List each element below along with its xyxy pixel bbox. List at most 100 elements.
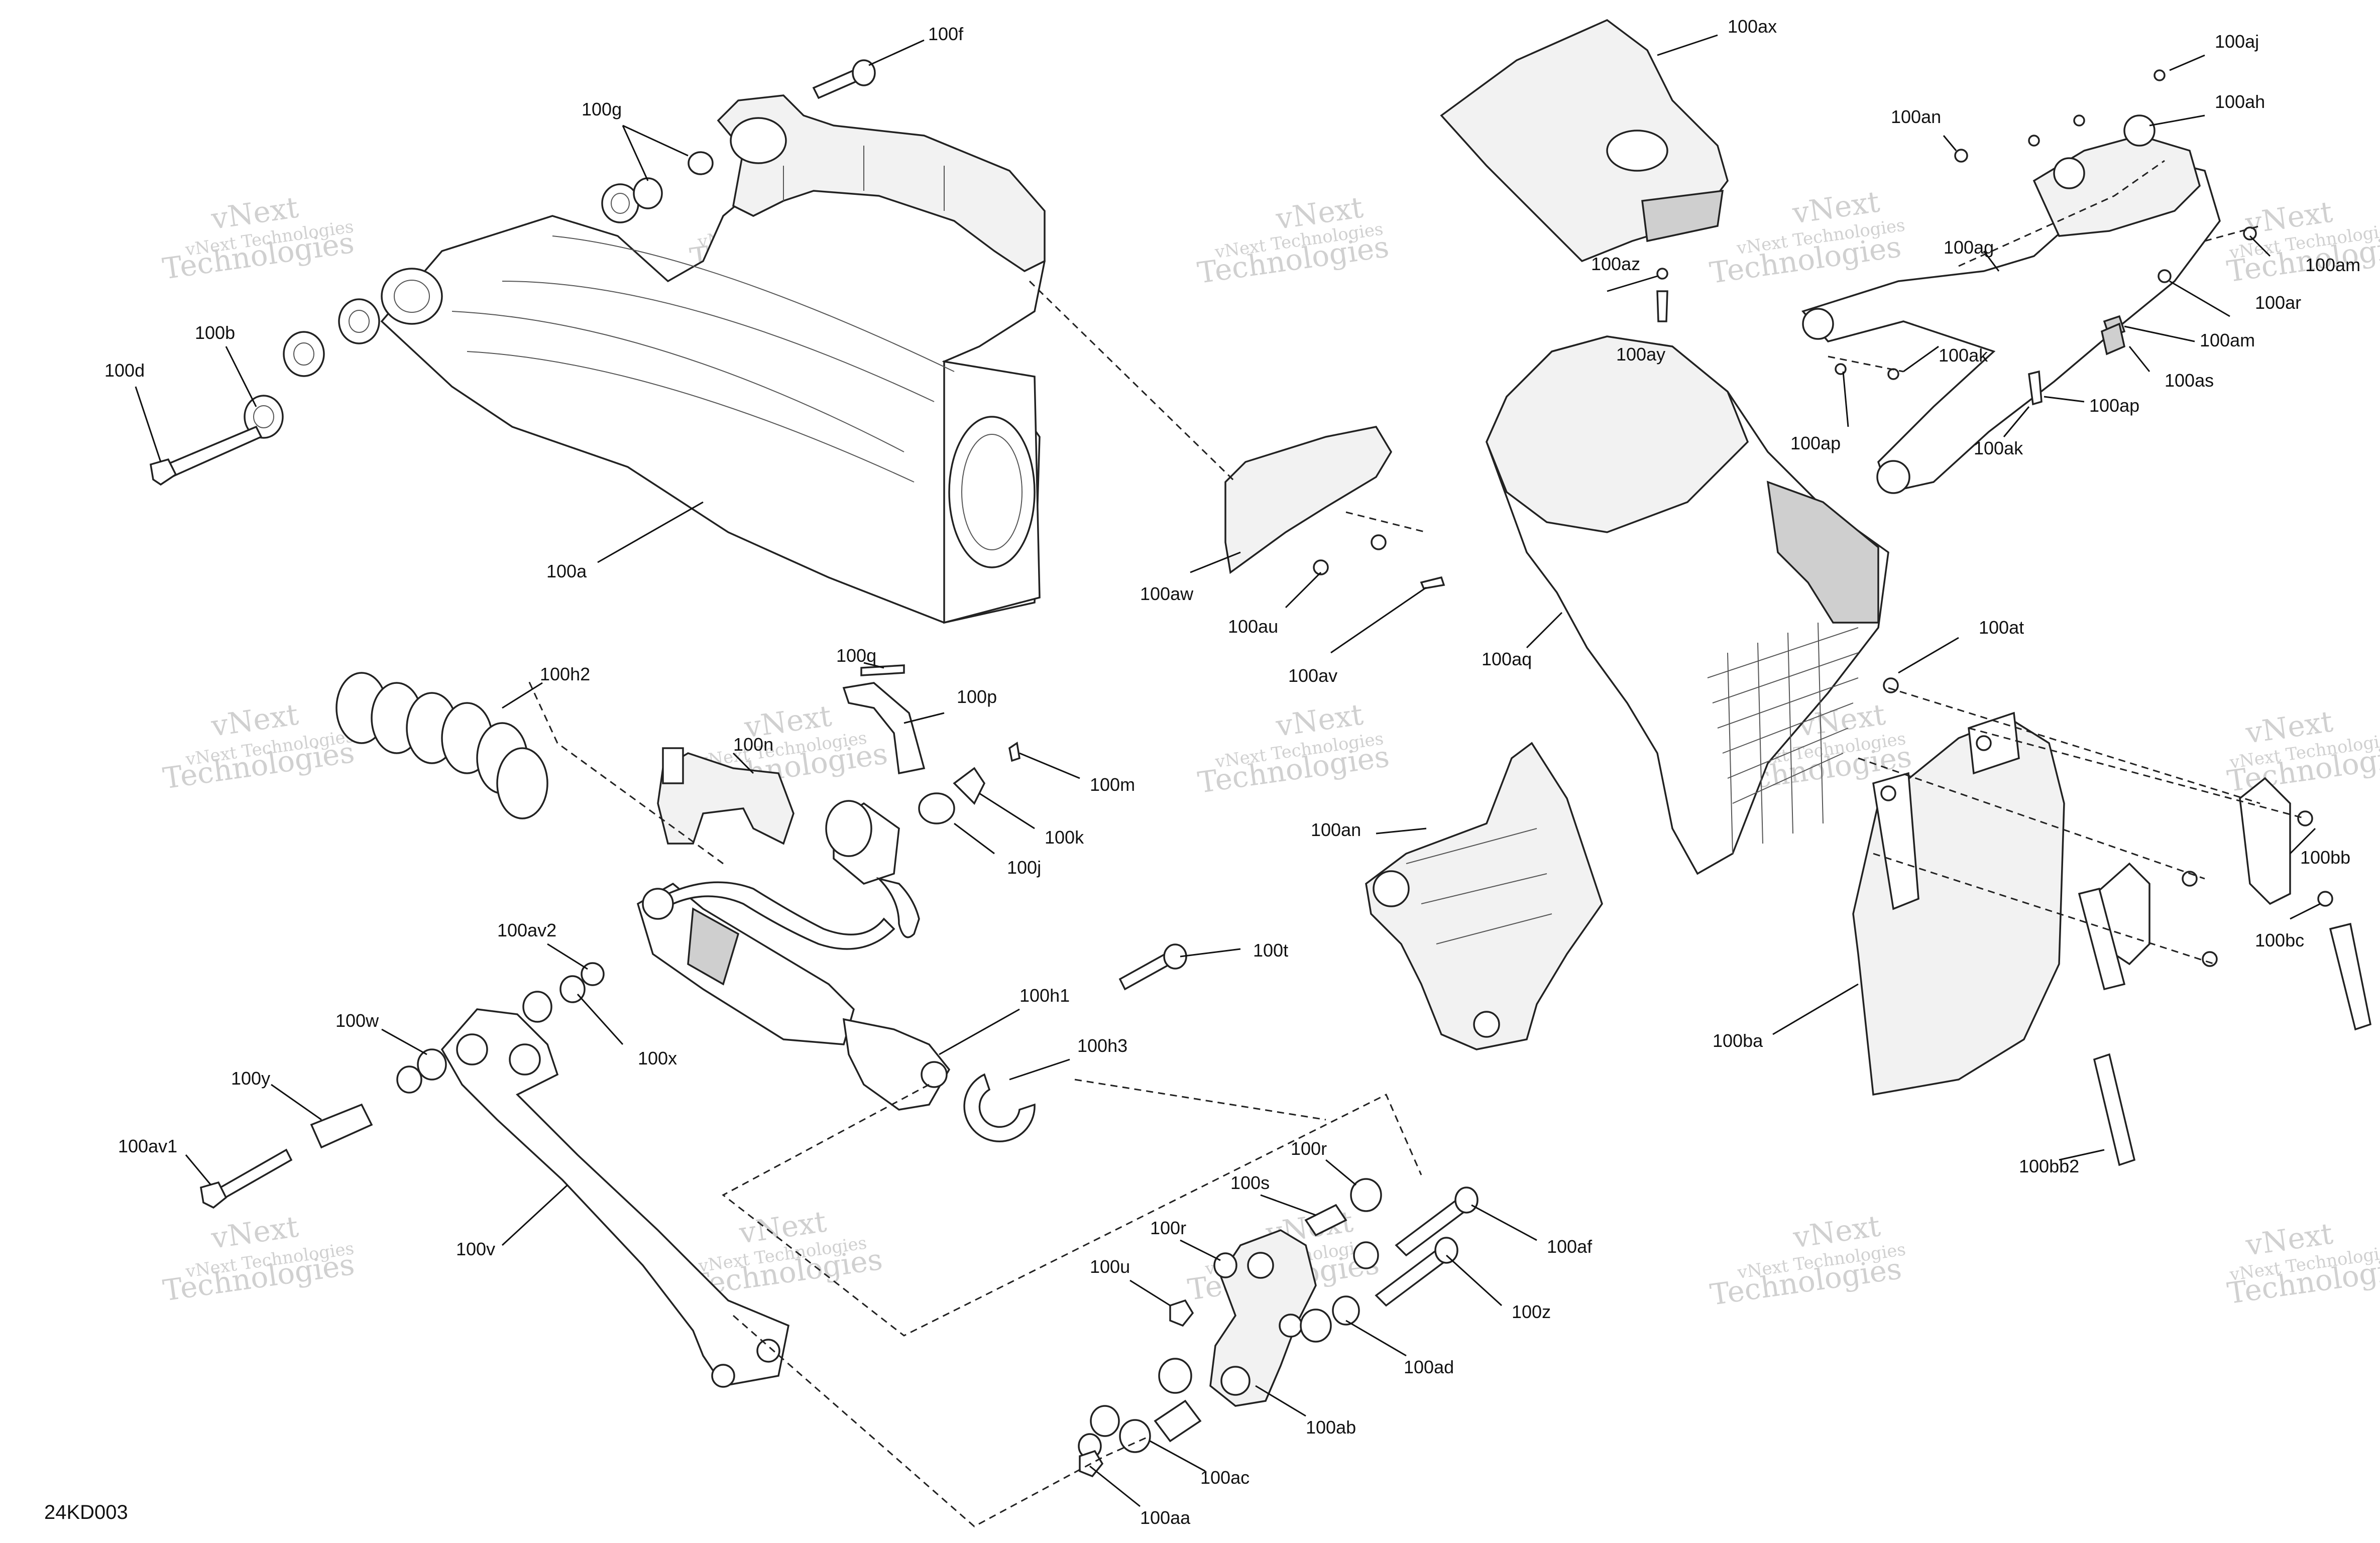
callout-100q: 100q	[836, 645, 876, 666]
callout-100y: 100y	[231, 1068, 270, 1089]
callout-100r-1: 100r	[1291, 1138, 1327, 1159]
clip-100p	[842, 682, 926, 775]
bolt-100t	[1118, 943, 1187, 991]
callout-100r-2: 100r	[1150, 1218, 1186, 1238]
callout-100as: 100as	[2165, 370, 2214, 391]
bolt-100z	[1375, 1237, 1458, 1307]
callout-100ab: 100ab	[1306, 1417, 1356, 1438]
callout-100a: 100a	[546, 561, 587, 581]
bolt-100f	[812, 59, 876, 99]
callout-100am: 100am	[2305, 255, 2360, 275]
sleeve-100y	[310, 1103, 373, 1149]
callout-100av1: 100av1	[118, 1136, 177, 1156]
shock-absorber-100h1	[636, 881, 951, 1111]
callout-100x: 100x	[638, 1048, 677, 1069]
callout-100aq: 100aq	[1482, 649, 1532, 669]
callout-100ac: 100ac	[1200, 1467, 1250, 1488]
swing-arm-100a	[380, 94, 1046, 624]
watermark: vNext Technologies vNext Technologies	[1195, 190, 1391, 290]
callout-100h3: 100h3	[1077, 1035, 1127, 1056]
sleeve-100s	[1304, 1204, 1347, 1237]
pin-100q	[860, 664, 905, 676]
callout-100h2: 100h2	[540, 664, 590, 684]
watermark: vNext Technologies vNext Technologies	[2225, 704, 2380, 798]
clamp-100n	[657, 747, 795, 845]
leader-lines	[135, 34, 2321, 1507]
callout-100af: 100af	[1547, 1236, 1593, 1257]
linkage-100ab	[1209, 1229, 1317, 1407]
bushings-100ad	[1300, 1295, 1360, 1343]
callout-100n: 100n	[733, 734, 773, 755]
bolt-100af	[1395, 1186, 1479, 1257]
callout-100ap-1: 100ap	[2089, 395, 2139, 416]
callout-100ax: 100ax	[1728, 16, 1777, 37]
callout-100b: 100b	[195, 322, 235, 343]
callout-100ap-2: 100ap	[1790, 433, 1841, 453]
callout-100s: 100s	[1230, 1172, 1270, 1193]
callout-100aa: 100aa	[1140, 1507, 1191, 1528]
reservoir-100j	[825, 800, 920, 938]
bushings-100r	[1213, 1178, 1382, 1278]
callout-100az: 100az	[1591, 254, 1640, 274]
callout-100ah: 100ah	[2215, 91, 2265, 112]
callout-100f: 100f	[928, 24, 964, 44]
callout-100t: 100t	[1253, 940, 1288, 961]
watermark: vNext Technologies vNext Technologies	[161, 1210, 357, 1308]
callout-100ag: 100ag	[1944, 237, 1994, 258]
callout-100ba: 100ba	[1713, 1030, 1763, 1051]
screw-100m	[1008, 742, 1021, 762]
assembly-lines	[526, 160, 2306, 1527]
callout-100j: 100j	[1007, 857, 1041, 878]
callout-100bb: 100bb	[2300, 847, 2350, 868]
lever-100v	[440, 1008, 789, 1388]
watermark: vNext Technologies vNext Technologies	[161, 190, 357, 286]
callout-100m: 100m	[1090, 774, 1135, 795]
callout-100h1: 100h1	[1019, 985, 1070, 1006]
callout-100aj: 100aj	[2215, 31, 2259, 52]
callout-labels: 100f 100g 100b 100d 100a 100ax 100aj 100…	[104, 16, 2360, 1528]
callout-100am-2: 100am	[2200, 330, 2255, 350]
bolt-100d	[150, 425, 263, 486]
callout-100g: 100g	[582, 99, 622, 120]
bracket-100ag	[1801, 69, 2257, 494]
spring-100h2	[335, 672, 548, 819]
callout-100ad: 100ad	[1404, 1357, 1454, 1377]
watermark: vNext Technologies vNext Technologies	[1196, 697, 1392, 800]
watermark: vNext Technologies vNext Technologies	[2225, 1216, 2380, 1311]
bearing-100b-set	[244, 298, 380, 439]
callout-100aw: 100aw	[1140, 583, 1194, 604]
callout-100u: 100u	[1090, 1256, 1130, 1277]
callout-100at: 100at	[1979, 617, 2024, 638]
callout-100ak-2: 100ak	[1974, 438, 2023, 458]
plate-strip-100bc	[2078, 887, 2372, 1031]
callout-100k: 100k	[1045, 827, 1084, 848]
callout-100bc: 100bc	[2255, 930, 2304, 951]
callout-100v: 100v	[456, 1239, 495, 1259]
cover-100aw	[1224, 426, 1445, 589]
nut-100u	[1169, 1299, 1194, 1327]
callout-100ay: 100ay	[1616, 344, 1665, 365]
bracket-100an	[1365, 742, 1603, 1050]
callout-100d: 100d	[104, 360, 145, 381]
callout-100an: 100an	[1311, 819, 1361, 840]
watermark: vNext Technologies vNext Technologies	[1708, 184, 1906, 290]
bushings-100ac	[1078, 1358, 1202, 1459]
watermark: vNext Technologies vNext Technologies	[161, 697, 357, 796]
top-cover-100ax	[1440, 19, 1729, 322]
callout-100av: 100av	[1288, 665, 1337, 686]
diagram-code: 24KD003	[44, 1501, 128, 1523]
callout-100ak-1: 100ak	[1939, 345, 1988, 366]
callout-100av2: 100av2	[497, 920, 556, 940]
ring-100h3	[963, 1073, 1036, 1142]
cap-100k	[918, 767, 986, 824]
watermark: vNext Technologies vNext Technologies	[1708, 1209, 1907, 1312]
callout-100z: 100z	[1512, 1301, 1551, 1322]
rear-fender-100aq	[1486, 335, 1899, 875]
bushing-100g	[601, 151, 714, 223]
callout-100au: 100au	[1228, 616, 1278, 637]
callout-100bb2: 100bb2	[2019, 1156, 2079, 1176]
callout-100an-top: 100an	[1891, 106, 1941, 127]
callout-100w: 100w	[335, 1010, 379, 1031]
callout-100ar: 100ar	[2255, 292, 2301, 313]
